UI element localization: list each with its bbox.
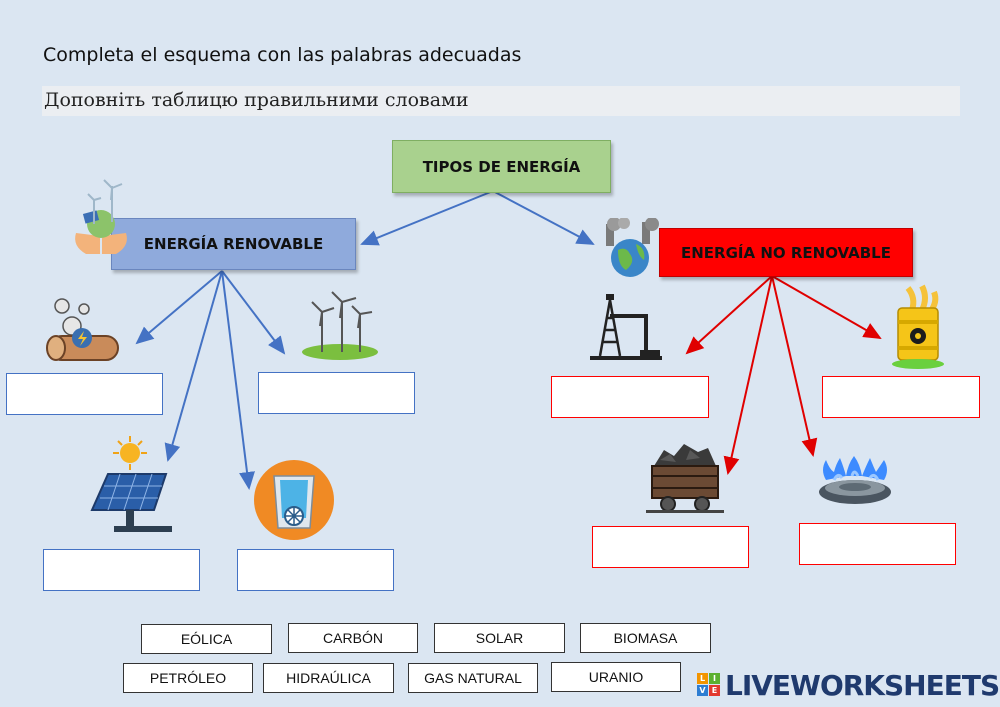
- non-renewable-energy-node: ENERGÍA NO RENOVABLE: [659, 228, 913, 277]
- liveworksheets-logo: L I V E LIVEWORKSHEETS: [697, 668, 1000, 702]
- instruction-ukrainian: Доповніть таблицю правильними словами: [44, 89, 469, 111]
- word-chip[interactable]: PETRÓLEO: [123, 663, 253, 693]
- word-chip[interactable]: GAS NATURAL: [408, 663, 538, 693]
- arrow-to-renewable: [360, 190, 494, 246]
- wind-turbines-icon: [302, 291, 378, 360]
- uranium-barrel-icon: [892, 284, 944, 369]
- word-chip[interactable]: BIOMASA: [580, 623, 711, 653]
- answer-box-uranium[interactable]: [822, 376, 980, 418]
- logo-text: LIVEWORKSHEETS: [725, 668, 1000, 702]
- instruction-band: [42, 86, 960, 116]
- biomass-log-icon: [46, 298, 119, 361]
- gas-burner-icon: [819, 456, 891, 504]
- arrow-to-wind: [221, 270, 286, 355]
- answer-box-oil[interactable]: [551, 376, 709, 418]
- coal-cart-icon: [646, 444, 724, 513]
- word-chip[interactable]: URANIO: [551, 662, 681, 692]
- word-chip[interactable]: SOLAR: [434, 623, 565, 653]
- root-arrows: [360, 190, 595, 246]
- root-node-energy-types: TIPOS DE ENERGÍA: [392, 140, 611, 193]
- oil-pump-icon: [590, 294, 662, 360]
- renewable-arrows: [135, 270, 286, 490]
- arrow-to-coal: [723, 275, 773, 475]
- renewable-energy-node: ENERGÍA RENOVABLE: [111, 218, 356, 270]
- arrow-to-solar: [164, 270, 223, 462]
- answer-box-solar[interactable]: [43, 549, 200, 591]
- word-chip[interactable]: HIDRAÚLICA: [263, 663, 394, 693]
- polluted-earth-icon: [606, 218, 659, 277]
- answer-box-wind[interactable]: [258, 372, 415, 414]
- hydro-dam-icon: [254, 460, 334, 540]
- arrow-to-hydro: [221, 270, 255, 490]
- arrow-to-gas: [771, 275, 818, 457]
- non-renewable-arrows: [685, 275, 882, 475]
- renewable-energy-icon: [75, 179, 127, 254]
- answer-box-biomass[interactable]: [6, 373, 163, 415]
- instruction-spanish: Completa el esquema con las palabras ade…: [43, 44, 522, 66]
- answer-box-gas[interactable]: [799, 523, 956, 565]
- arrow-to-oil: [685, 275, 773, 355]
- word-chip[interactable]: EÓLICA: [141, 624, 272, 654]
- solar-panel-icon: [90, 436, 172, 532]
- answer-box-hydro[interactable]: [237, 549, 394, 591]
- arrow-to-biomass: [135, 270, 223, 345]
- arrow-to-non-renewable: [492, 190, 595, 245]
- arrow-to-uranium: [771, 275, 882, 339]
- word-chip[interactable]: CARBÓN: [288, 623, 418, 653]
- answer-box-coal[interactable]: [592, 526, 749, 568]
- logo-mark-icon: L I V E: [697, 673, 721, 697]
